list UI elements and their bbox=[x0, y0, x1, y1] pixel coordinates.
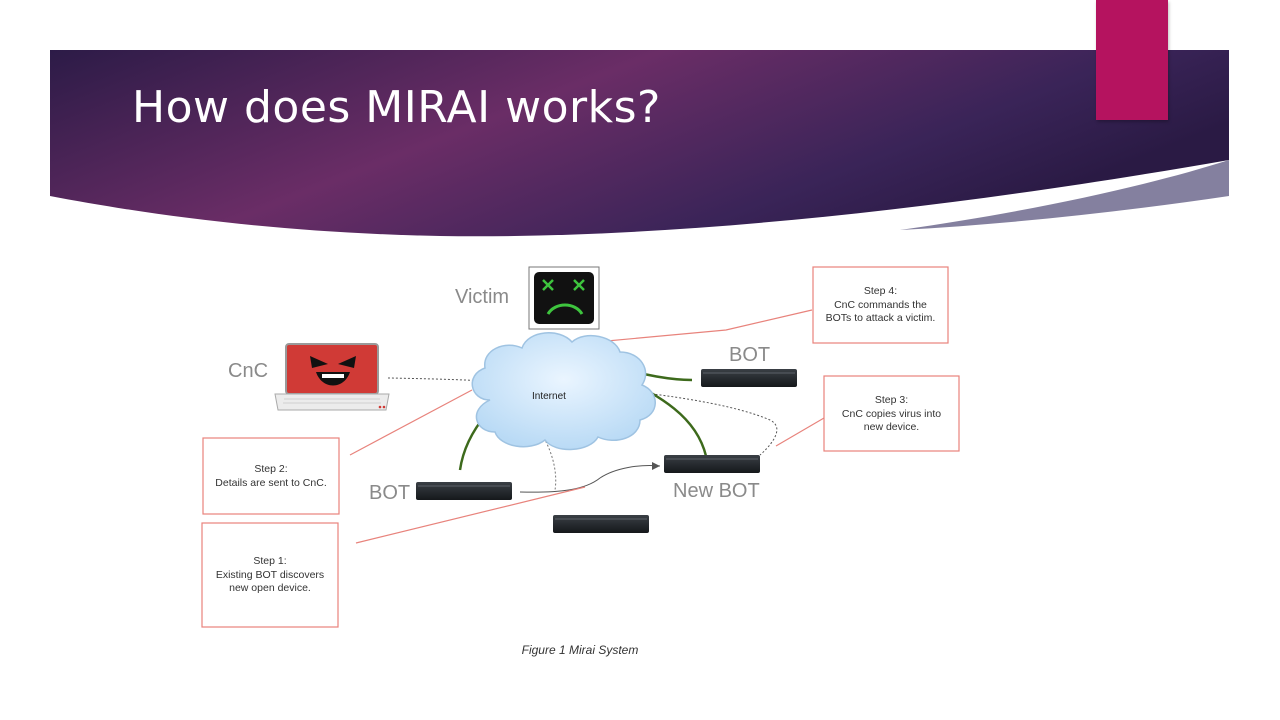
step1-text: Step 1: Existing BOT discovers new open … bbox=[202, 555, 338, 596]
router-icon bbox=[701, 369, 797, 387]
step3-line: new device. bbox=[863, 421, 920, 433]
router-icon bbox=[553, 515, 649, 533]
banner-swoosh bbox=[900, 160, 1229, 230]
step4-line: BOTs to attack a victim. bbox=[825, 312, 936, 324]
page-title: How does MIRAI works? bbox=[132, 82, 661, 133]
step-boxes bbox=[201, 266, 960, 628]
bot-left-label: BOT bbox=[369, 482, 411, 504]
step4-line: CnC commands the bbox=[834, 298, 927, 311]
step2-line: Details are sent to CnC. bbox=[215, 476, 327, 489]
step1-line: Existing BOT discovers bbox=[215, 568, 325, 581]
victim-label: Victim bbox=[455, 286, 510, 308]
step3-line: CnC copies virus into bbox=[841, 407, 942, 420]
step3-line: Step 3: bbox=[874, 394, 909, 406]
step3-text: Step 3: CnC copies virus into new device… bbox=[824, 394, 959, 435]
cnc-label: CnC bbox=[228, 360, 269, 382]
title-banner bbox=[50, 50, 1229, 237]
cloud-icon bbox=[471, 332, 656, 451]
figure-caption: Figure 1 Mirai System bbox=[521, 643, 639, 657]
bot-top-label: BOT bbox=[729, 344, 771, 366]
sad-monitor-icon bbox=[528, 266, 600, 330]
step2-line: Step 2: bbox=[254, 463, 288, 475]
new-bot-label: New BOT bbox=[673, 480, 760, 502]
router-icon bbox=[664, 455, 760, 473]
step4-line: Step 4: bbox=[863, 285, 898, 297]
step4-text: Step 4: CnC commands the BOTs to attack … bbox=[813, 285, 948, 326]
devil-laptop-icon bbox=[274, 343, 390, 411]
step1-line: new open device. bbox=[229, 582, 311, 594]
step2-text: Step 2: Details are sent to CnC. bbox=[203, 463, 339, 490]
internet-label: Internet bbox=[532, 391, 566, 402]
router-icon bbox=[416, 482, 512, 500]
step1-line: Step 1: bbox=[253, 555, 287, 567]
accent-block bbox=[1096, 0, 1168, 120]
